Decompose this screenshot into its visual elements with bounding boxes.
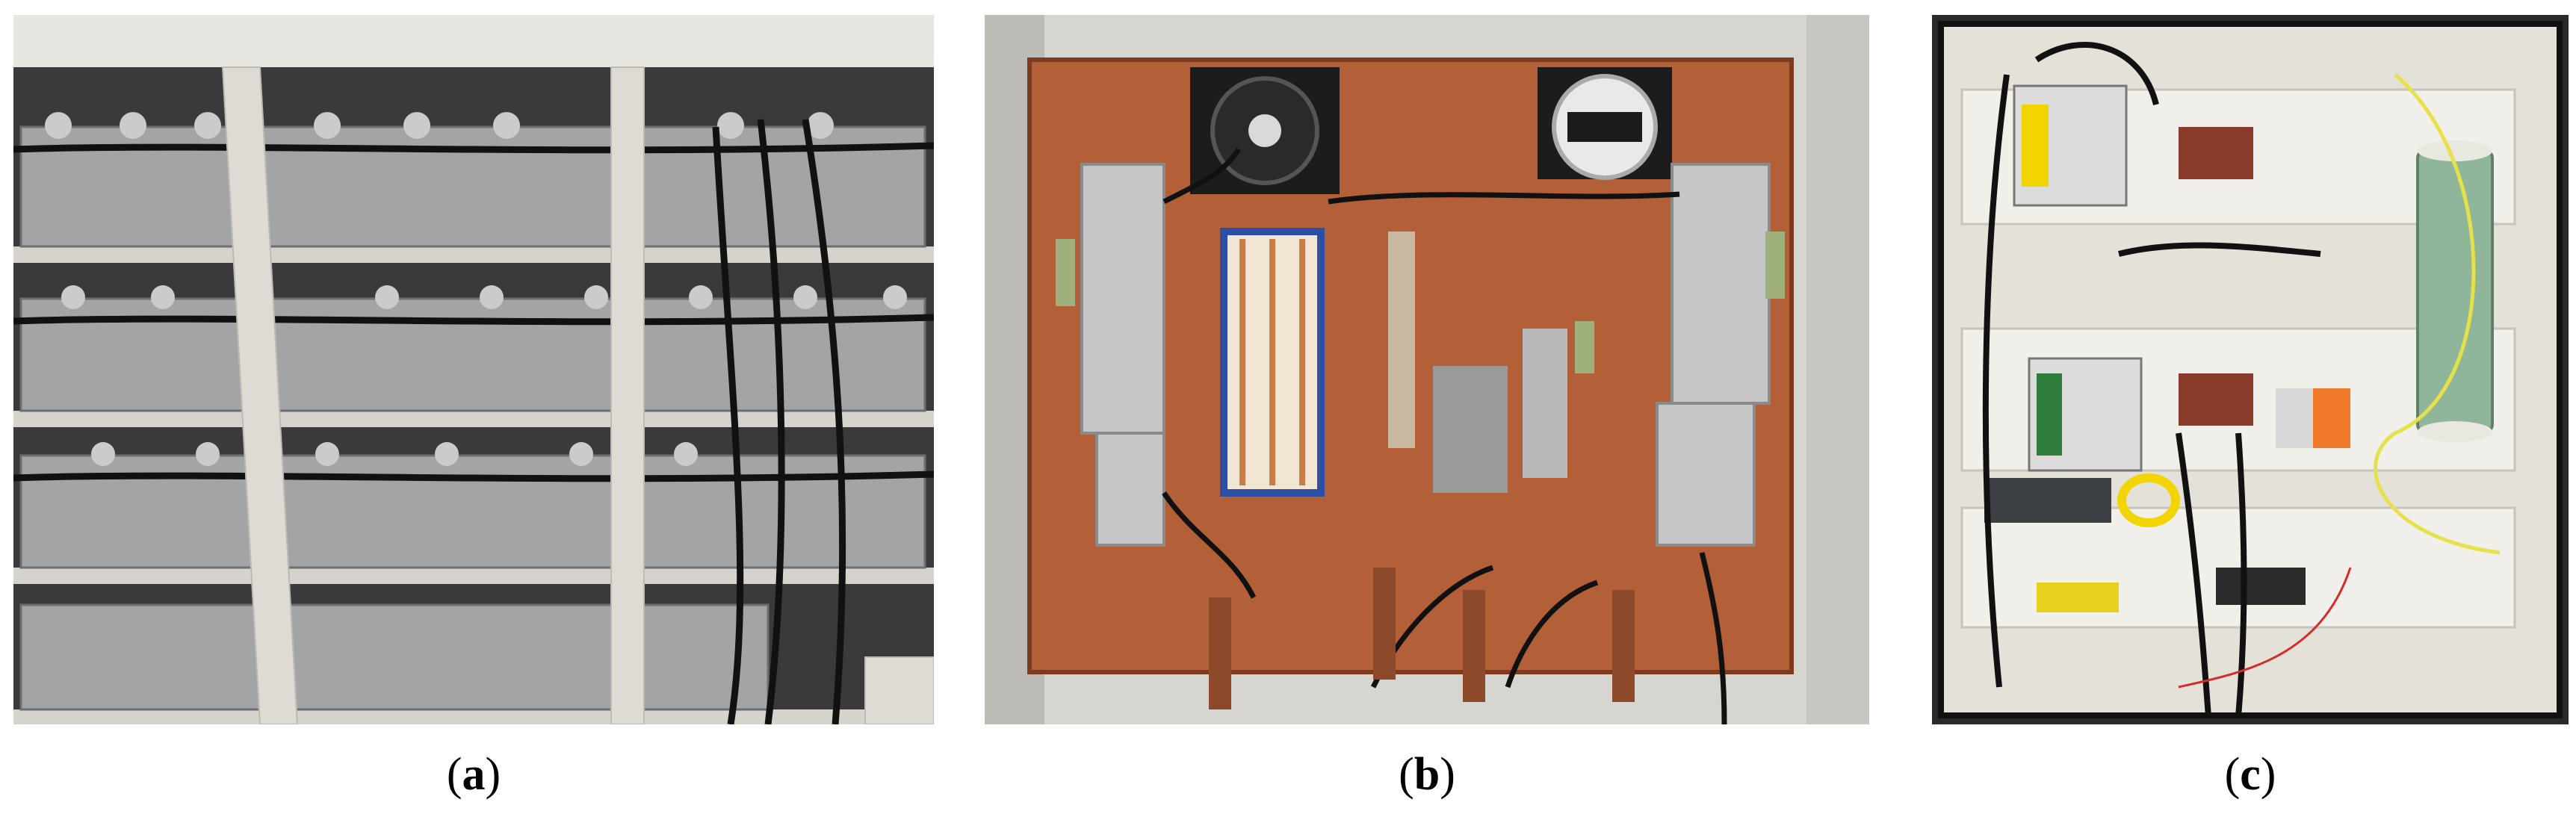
resistor-board-illustration [985, 15, 1869, 724]
caption-b: (b) [1315, 748, 1539, 801]
resistor-banks [1220, 228, 1567, 497]
caption-b-close: ) [1440, 749, 1455, 800]
cabinet-frame [221, 66, 934, 724]
photo-resistor-board [985, 15, 1869, 724]
caption-b-letter: b [1414, 749, 1440, 800]
battery-cables [13, 119, 934, 724]
caption-a-close: ) [485, 749, 501, 800]
board-wiring [1162, 148, 1727, 724]
caption-c-close: ) [2260, 749, 2276, 800]
power-resistor [2416, 140, 2494, 442]
current-clamp [2117, 473, 2180, 527]
green-resistors [1056, 232, 1785, 373]
red-mount-plate-lower [2179, 373, 2253, 426]
yellow-sense-wire [2374, 73, 2501, 555]
caption-c: (c) [2138, 748, 2362, 801]
control-cabinet-illustration [1932, 15, 2569, 724]
photo-control-cabinet [1932, 15, 2569, 724]
battery-cabinet-illustration [13, 15, 934, 724]
caption-a-letter: a [462, 749, 486, 800]
caption-a: (a) [362, 748, 586, 801]
red-mount-plate [2179, 127, 2253, 179]
cabinet-wiring [1982, 42, 2321, 718]
caption-c-letter: c [2240, 749, 2261, 800]
circuit-breakers [2013, 84, 2143, 472]
contactors [1984, 388, 2350, 612]
caption-c-open: ( [2224, 749, 2241, 800]
terminal-strips [1209, 568, 1635, 709]
red-sense-wire [2178, 567, 2352, 689]
caption-a-open: ( [446, 749, 462, 800]
photo-battery-cabinet [13, 15, 934, 724]
caption-b-open: ( [1399, 749, 1414, 800]
